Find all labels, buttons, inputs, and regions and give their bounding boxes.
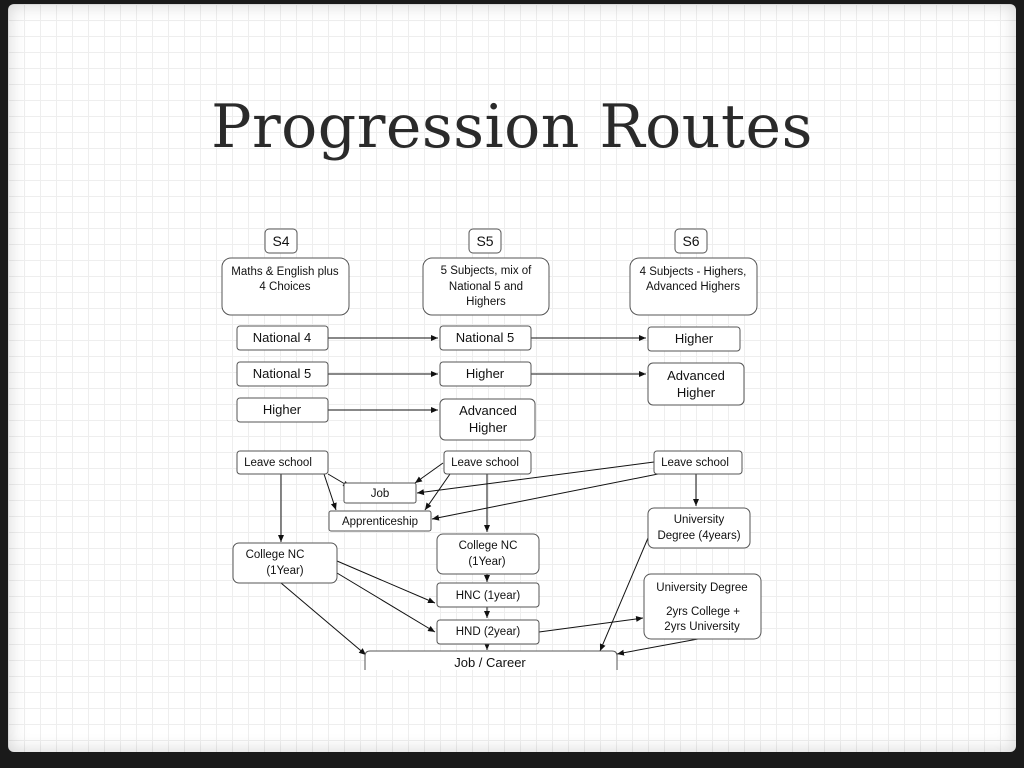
qualification-label: Higher: [466, 366, 505, 381]
requirement-line: Maths & English plus: [231, 266, 339, 278]
hnc: HNC (1year): [436, 582, 540, 608]
s4-college-nc: College NC (1Year): [232, 542, 338, 584]
edge: [431, 473, 659, 521]
requirement-line: Advanced Highers: [646, 281, 740, 293]
qualification-label: National 5: [253, 366, 312, 381]
requirement-line: 4 Subjects - Highers,: [640, 266, 747, 278]
edge: [336, 572, 436, 633]
s5-higher: Higher: [439, 361, 532, 387]
job-career: Job / Career: [364, 650, 618, 670]
edge: [416, 461, 655, 496]
stage-s6: S6: [674, 228, 708, 254]
exit-label: HND (2year): [456, 626, 521, 638]
stage-s4: S4: [264, 228, 298, 254]
exit-label: 2yrs College +: [666, 606, 740, 618]
slide-title: Progression Routes: [211, 92, 813, 162]
stage-label: S5: [476, 233, 493, 249]
exit-label: Degree (4years): [657, 530, 740, 542]
edge: [414, 462, 444, 484]
requirement-line: Highers: [466, 296, 506, 308]
requirements-s4: Maths & English plus 4 Choices: [221, 257, 350, 316]
exit-label: Leave school: [451, 457, 519, 469]
s5-college-nc: College NC (1Year): [436, 533, 540, 575]
requirement-line: 5 Subjects, mix of: [441, 265, 533, 277]
s5-national-5: National 5: [439, 325, 532, 351]
stage-s5: S5: [468, 228, 502, 254]
stage-label: S4: [272, 233, 289, 249]
requirement-line: National 5 and: [449, 281, 523, 293]
university-degree-4years: University Degree (4years): [647, 507, 751, 549]
s6-higher: Higher: [647, 326, 741, 352]
edge: [424, 473, 451, 511]
exit-label: (1Year): [468, 556, 505, 568]
qualification-label: Higher: [675, 331, 714, 346]
qualification-label: Higher: [469, 420, 508, 435]
exit-label: 2yrs University: [664, 621, 740, 633]
apprenticeship: Apprenticeship: [328, 510, 432, 532]
exit-label: Leave school: [661, 457, 729, 469]
s5-advanced-higher: Advanced Higher: [439, 398, 536, 441]
exit-label: Apprenticeship: [342, 516, 418, 528]
s6-leave-school: Leave school: [653, 450, 743, 475]
edge: [616, 638, 699, 656]
edge: [538, 615, 644, 633]
exit-label: (1Year): [266, 565, 303, 577]
requirement-line: 4 Choices: [259, 281, 310, 293]
s4-leave-school: Leave school: [236, 450, 329, 475]
qualification-label: Advanced: [667, 368, 725, 383]
s4-national-5: National 5: [236, 361, 329, 387]
exit-label: HNC (1year): [456, 590, 521, 602]
edge: [323, 473, 337, 511]
diagram-edges: [278, 335, 699, 656]
requirements-s6: 4 Subjects - Highers, Advanced Highers: [629, 257, 758, 316]
stage-label: S6: [682, 233, 699, 249]
requirements-s5: 5 Subjects, mix of National 5 and Higher…: [422, 257, 550, 316]
job: Job: [343, 482, 417, 504]
hnd: HND (2year): [436, 619, 540, 645]
university-degree-college-route: University Degree 2yrs College + 2yrs Un…: [643, 573, 762, 640]
qualification-label: National 4: [253, 330, 312, 345]
qualification-label: Higher: [677, 385, 716, 400]
s6-advanced-higher: Advanced Higher: [647, 362, 745, 406]
exit-label: University: [674, 514, 725, 526]
edge: [599, 537, 649, 652]
exit-label: College NC: [459, 540, 518, 552]
s4-higher: Higher: [236, 397, 329, 423]
exit-label: Leave school: [244, 457, 312, 469]
qualification-label: National 5: [456, 330, 515, 345]
edge: [336, 560, 436, 604]
exit-label: College NC: [246, 549, 305, 561]
exit-label: University Degree: [656, 582, 747, 594]
qualification-label: Higher: [263, 402, 302, 417]
s4-national-4: National 4: [236, 325, 329, 351]
exit-label: Job: [371, 488, 390, 500]
s5-leave-school: Leave school: [443, 450, 532, 475]
edge: [280, 582, 367, 656]
exit-label: Job / Career: [454, 655, 526, 670]
qualification-label: Advanced: [459, 403, 517, 418]
